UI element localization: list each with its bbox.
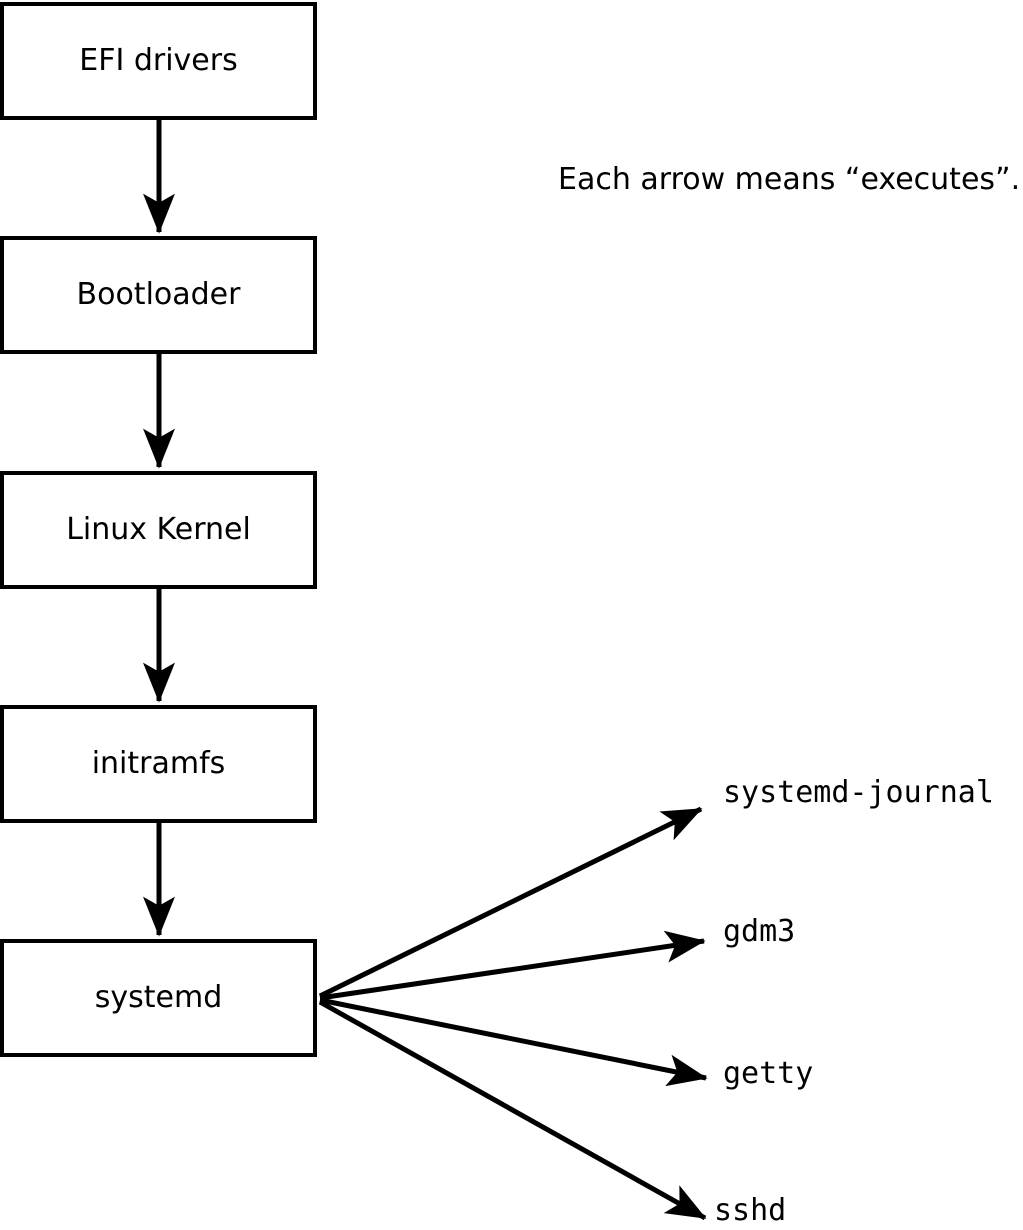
node-bootloader-label: Bootloader: [76, 277, 241, 312]
label-getty: getty: [723, 1056, 814, 1091]
caption-arrow-meaning: Each arrow means “executes”.: [558, 162, 1021, 197]
node-linux-kernel-label: Linux Kernel: [66, 512, 251, 547]
arrow-systemd-to-journal: [318, 806, 703, 999]
label-gdm3: gdm3: [723, 914, 796, 949]
arrow-systemd-to-sshd: [318, 999, 707, 1221]
label-sshd: sshd: [714, 1193, 787, 1228]
node-initramfs-label: initramfs: [91, 746, 226, 781]
node-linux-kernel: Linux Kernel: [0, 471, 317, 589]
node-initramfs: initramfs: [0, 705, 317, 823]
node-systemd: systemd: [0, 939, 317, 1057]
node-efi-drivers-label: EFI drivers: [79, 43, 238, 78]
node-efi-drivers: EFI drivers: [0, 2, 317, 120]
label-systemd-journal: systemd-journal: [723, 775, 994, 810]
arrow-systemd-to-getty: [319, 997, 708, 1087]
node-bootloader: Bootloader: [0, 236, 317, 354]
node-systemd-label: systemd: [94, 980, 223, 1015]
arrow-systemd-to-gdm3: [319, 930, 706, 1001]
